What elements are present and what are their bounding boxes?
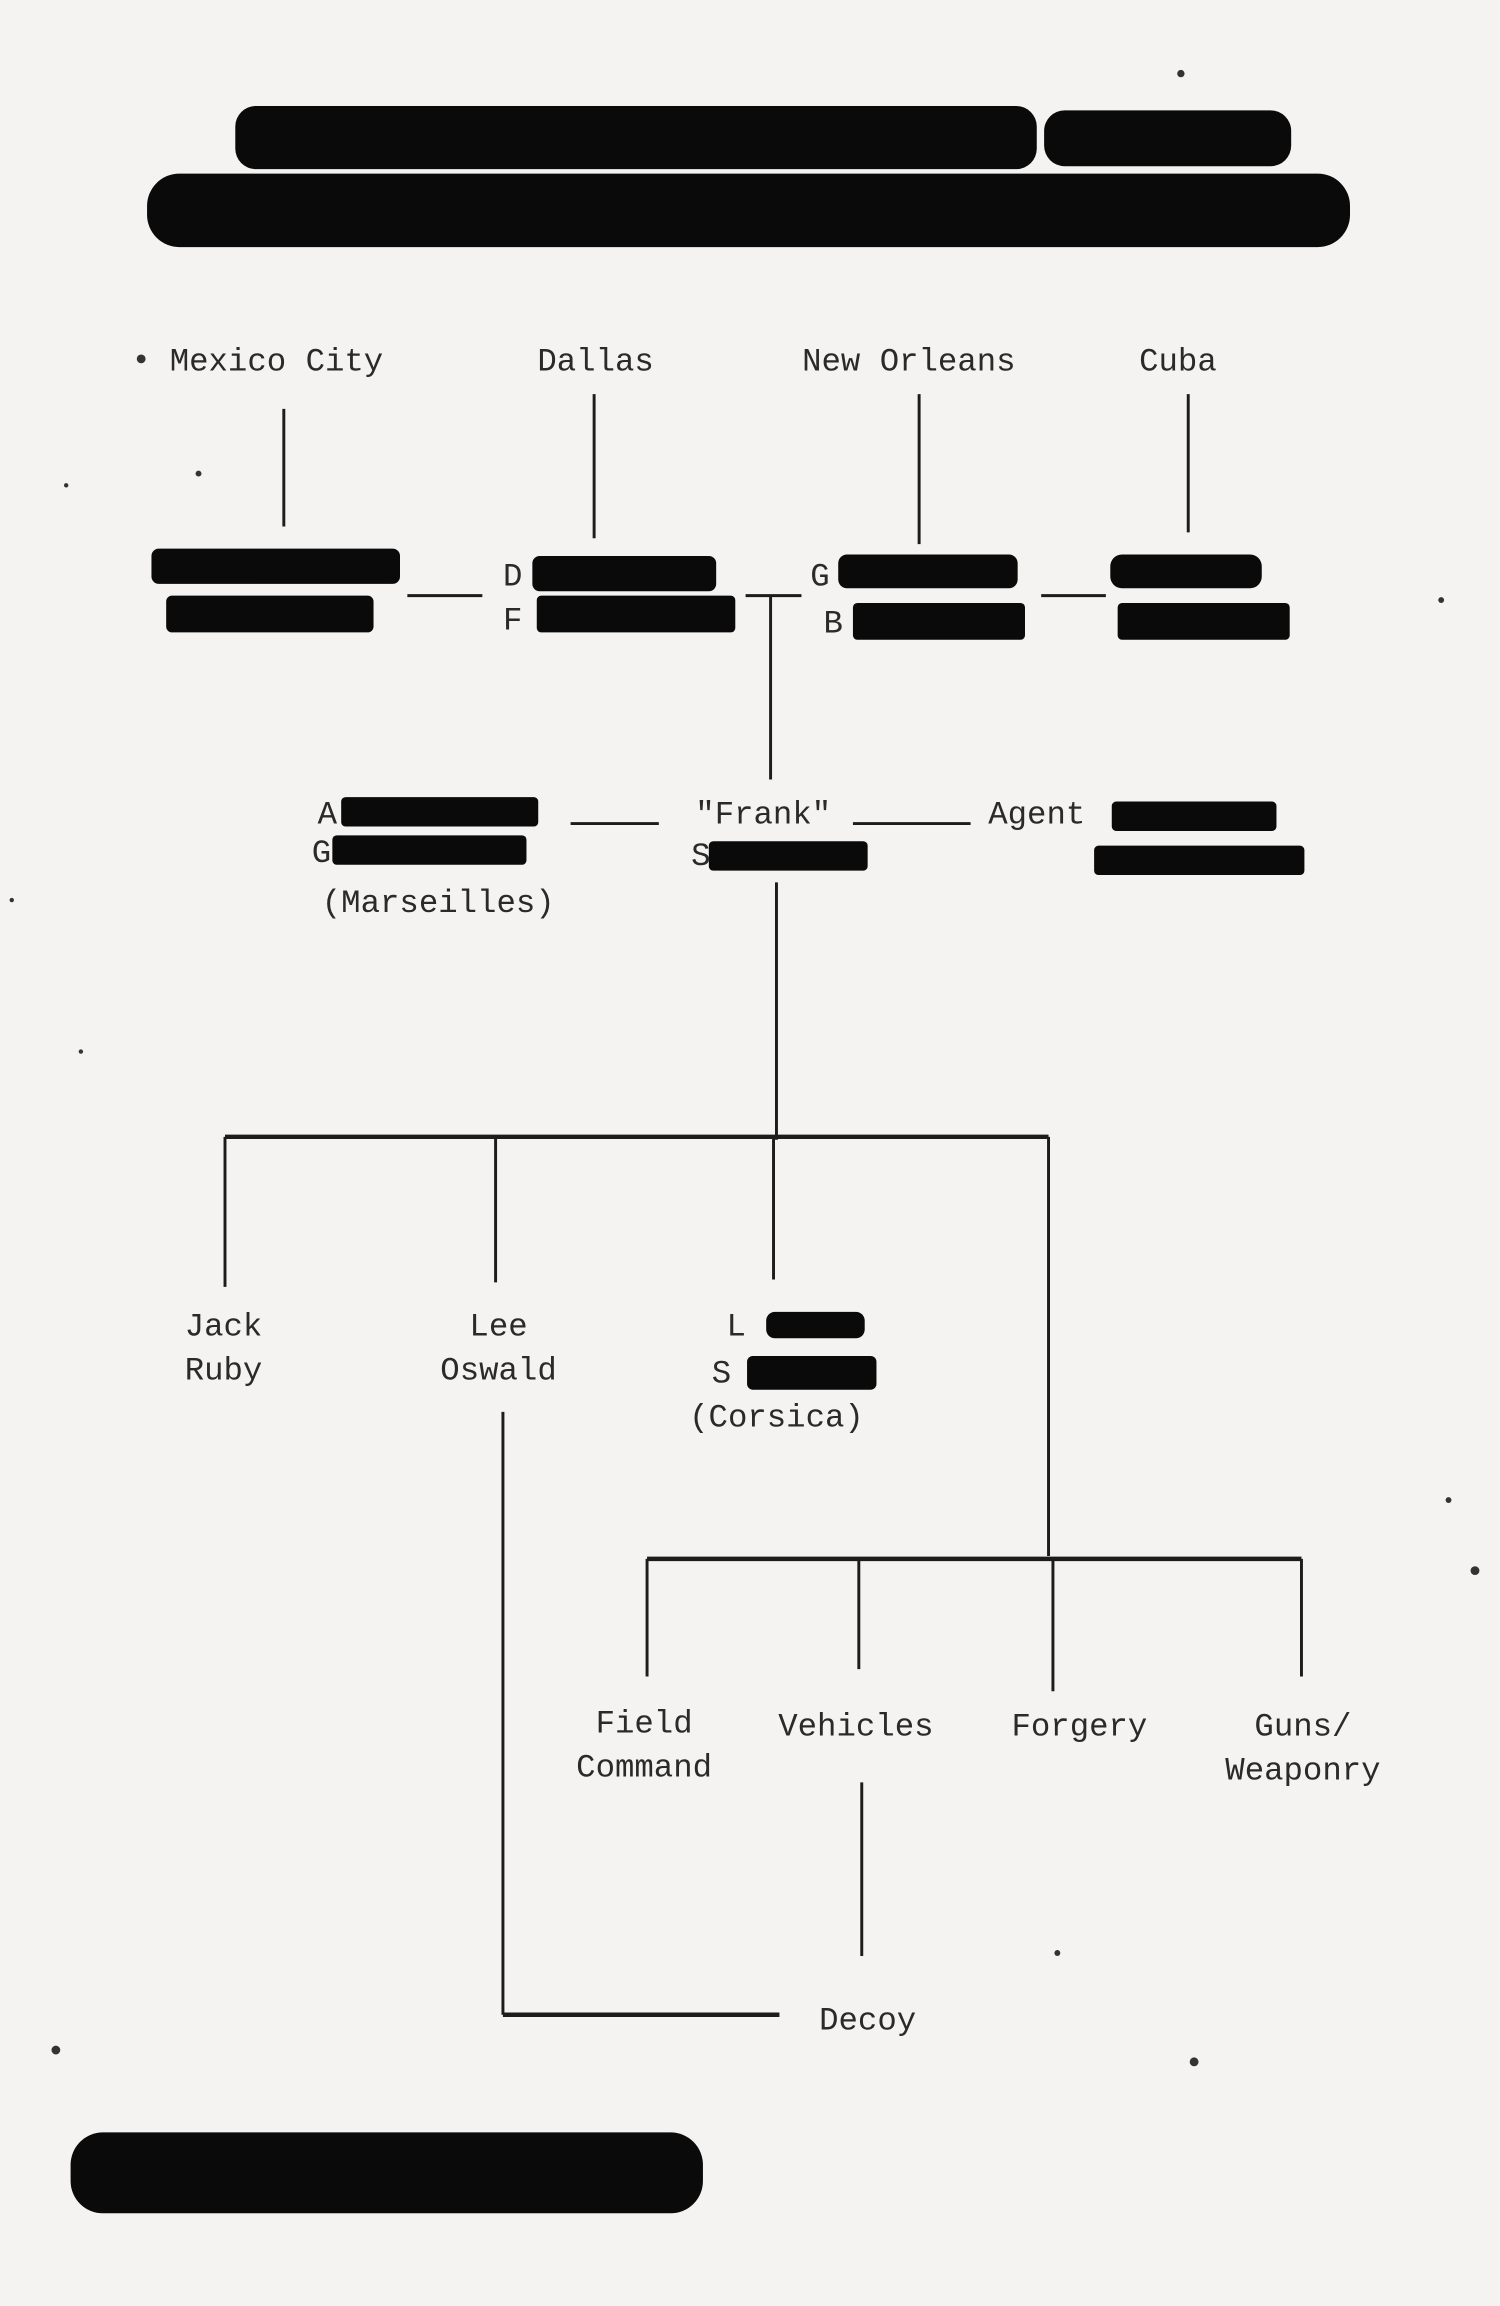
frank-node: "Frank" S — [691, 797, 868, 875]
marseilles-contact: A G (Marseilles) — [312, 797, 555, 922]
unit-guns-weaponry: Guns/ Weaponry — [1225, 1708, 1380, 1789]
lee-oswald-node: Lee Oswald — [440, 1308, 556, 1389]
svg-text:Ruby: Ruby — [185, 1352, 263, 1389]
corsica-node: L S (Corsica) — [689, 1308, 877, 1437]
svg-text:F: F — [503, 602, 522, 639]
svg-text:Weaponry: Weaponry — [1225, 1752, 1380, 1789]
location-dallas: Dallas — [537, 344, 653, 381]
svg-text:G: G — [810, 558, 829, 595]
svg-text:"Frank": "Frank" — [695, 797, 831, 834]
svg-text:Field: Field — [596, 1705, 693, 1742]
svg-text:G: G — [312, 835, 331, 872]
svg-text:L: L — [726, 1308, 745, 1345]
new-orleans-contact: G B — [810, 554, 1025, 642]
footer-redaction — [70, 2132, 703, 2214]
svg-text:Lee: Lee — [469, 1308, 527, 1345]
mexico-city-contact-redaction — [151, 548, 400, 633]
svg-text:S: S — [691, 838, 710, 875]
decoy-node: Decoy — [819, 2002, 916, 2039]
svg-text:D: D — [503, 558, 522, 595]
location-new-orleans: New Orleans — [802, 344, 1016, 381]
cuba-contact-redaction — [1110, 554, 1290, 640]
title-redaction — [147, 105, 1350, 248]
jack-ruby-node: Jack Ruby — [185, 1308, 263, 1389]
svg-text:(Marseilles): (Marseilles) — [322, 885, 555, 922]
agent-node: Agent — [988, 797, 1305, 876]
svg-text:Command: Command — [576, 1750, 712, 1787]
svg-text:S: S — [712, 1355, 731, 1392]
svg-text:A: A — [318, 797, 338, 834]
unit-forgery: Forgery — [1011, 1708, 1147, 1745]
svg-text:B: B — [824, 605, 843, 642]
svg-text:Oswald: Oswald — [440, 1352, 556, 1389]
svg-text:Jack: Jack — [185, 1308, 263, 1345]
svg-text:(Corsica): (Corsica) — [689, 1400, 864, 1437]
location-cuba: Cuba — [1139, 344, 1217, 381]
svg-text:Guns/: Guns/ — [1254, 1708, 1351, 1745]
paper-specks — [9, 69, 1480, 2067]
unit-vehicles: Vehicles — [778, 1708, 933, 1745]
connector-lines — [223, 394, 1303, 2017]
dallas-contact: D F — [503, 555, 736, 639]
svg-text:Agent: Agent — [988, 797, 1085, 834]
location-mexico-city: Mexico City — [170, 344, 384, 381]
unit-field-command: Field Command — [576, 1705, 712, 1786]
